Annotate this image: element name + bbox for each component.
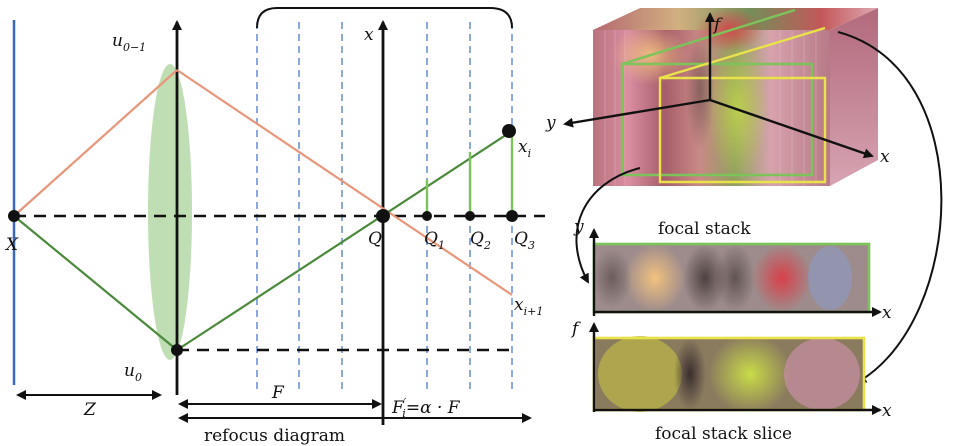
projection-bars: [425, 131, 514, 216]
label-Z: Z: [83, 400, 97, 420]
diagram-points: [8, 124, 518, 356]
img1-label-x: x: [882, 303, 892, 323]
label-x-axis: x: [364, 25, 374, 45]
label-Q3: Q3: [514, 229, 535, 252]
cube-label-f: f: [712, 15, 723, 35]
img2-label-x: x: [882, 401, 892, 421]
curve-arrow-left: [575, 167, 641, 284]
label-u01: u0−1: [112, 31, 146, 54]
curve-arrow-right: [837, 31, 943, 384]
focal-stack-image-yx: [592, 242, 871, 314]
focal-stack-cube: [593, 8, 878, 186]
refocus-brace: [256, 7, 513, 29]
caption-refocus: refocus diagram: [204, 426, 345, 446]
caption-focal-stack: focal stack: [658, 219, 751, 239]
caption-focal-stack-slice: focal stack slice: [655, 424, 792, 444]
label-xi1: xi+1: [514, 295, 543, 318]
cube-axis-x: [709, 98, 874, 159]
lens-ellipse: [148, 64, 192, 360]
label-X: X: [4, 235, 19, 255]
cube-label-y: y: [545, 113, 556, 133]
label-xi: xi: [518, 137, 531, 160]
img2-label-f: f: [570, 319, 581, 339]
point-Q2: [465, 211, 475, 221]
label-Q: Q: [368, 229, 382, 249]
label-F: F: [271, 383, 285, 403]
light-rays: [13, 69, 513, 351]
label-Q1: Q1: [424, 229, 445, 252]
point-u0: [171, 344, 183, 356]
point-Q3: [506, 210, 518, 222]
point-Q: [376, 209, 390, 223]
refocus-planes: [256, 22, 513, 392]
label-Fi: F′i=α · F: [391, 396, 461, 420]
img1-label-y: y: [573, 217, 584, 237]
cube-axis-y: [563, 98, 711, 128]
point-xi: [502, 124, 516, 138]
cube-label-x: x: [880, 147, 890, 167]
label-Q2: Q2: [470, 229, 491, 252]
point-Q1: [422, 211, 432, 221]
point-X: [8, 210, 20, 222]
focal-stack-slice-image: [592, 334, 866, 414]
label-u0: u0: [124, 361, 142, 384]
